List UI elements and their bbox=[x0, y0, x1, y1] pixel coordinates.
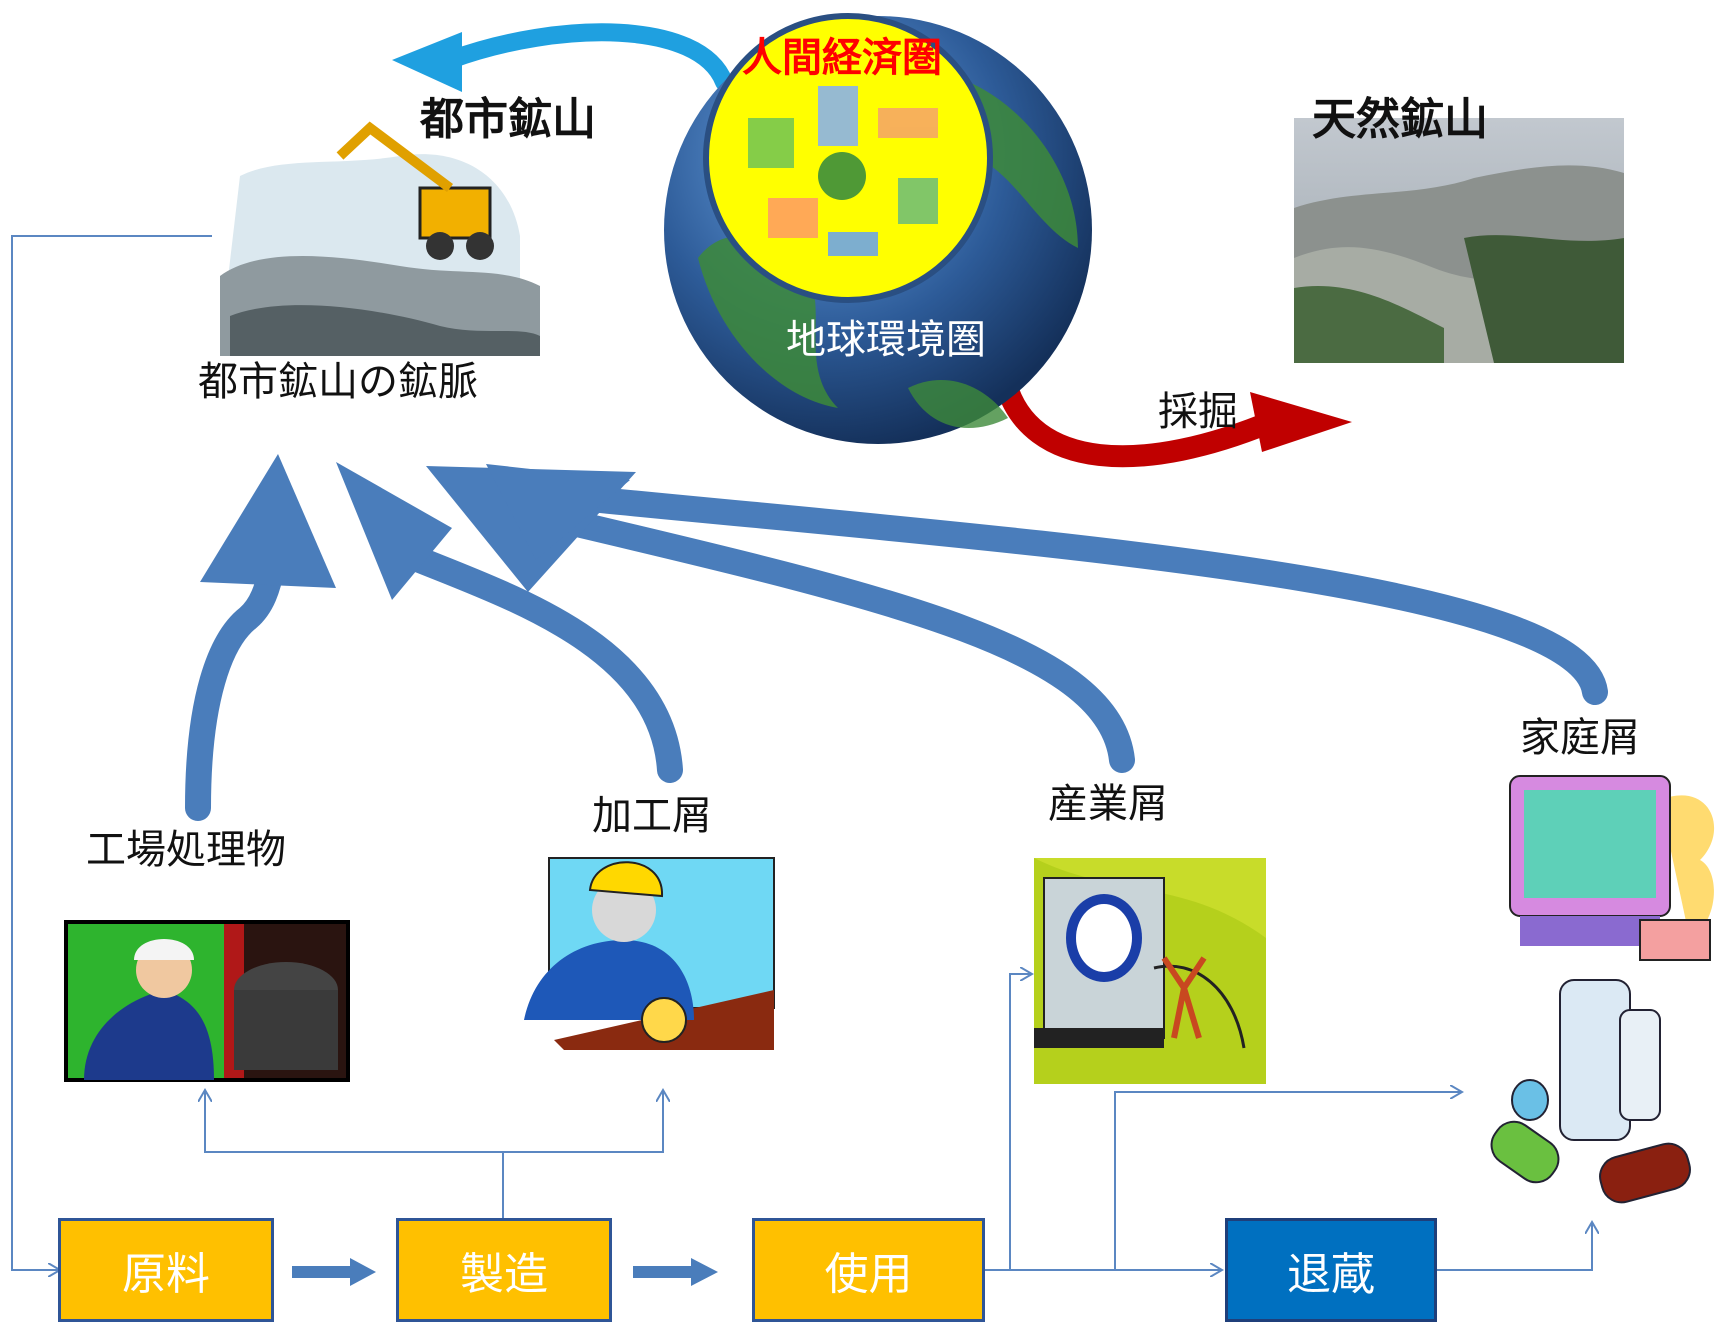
factory-waste-label: 工場処理物 bbox=[86, 827, 286, 873]
manufacture-branch-line bbox=[205, 1090, 504, 1218]
globe-icon bbox=[664, 13, 1092, 444]
economy-picture bbox=[748, 86, 938, 256]
stored-box: 退蔵 bbox=[1225, 1218, 1437, 1322]
earth-environment-label: 地球環境圏 bbox=[786, 317, 986, 363]
natural-mine-photo bbox=[1294, 118, 1624, 363]
big-arrow-processing bbox=[407, 547, 683, 783]
urban-vein-label: 都市鉱山の鉱脈 bbox=[198, 359, 478, 405]
flow-arrow-raw-manufacture bbox=[292, 1258, 376, 1286]
urban-mine-title: 都市鉱山 bbox=[420, 94, 596, 145]
industrial-scrap-label: 産業屑 bbox=[1048, 781, 1168, 827]
stored-to-household-line bbox=[1437, 1222, 1592, 1271]
use-to-household-line bbox=[1114, 1092, 1462, 1270]
feedback-line bbox=[11, 235, 212, 1270]
household-tv-bottles-picture bbox=[1490, 775, 1715, 1204]
big-arrow-factory bbox=[185, 553, 285, 821]
mining-label: 採掘 bbox=[1158, 389, 1238, 435]
natural-mine-title: 天然鉱山 bbox=[1312, 94, 1488, 145]
processing-scrap-label: 加工屑 bbox=[592, 793, 712, 839]
return-arrow-head bbox=[392, 32, 462, 92]
flow-arrow-manufacture-use bbox=[633, 1258, 718, 1286]
big-arrow-household-head bbox=[486, 464, 630, 560]
worker-drum-picture bbox=[64, 920, 350, 1082]
human-economy-label: 人間経済圏 bbox=[742, 35, 942, 81]
welder-picture bbox=[524, 857, 775, 1050]
return-arrow bbox=[441, 23, 733, 91]
manufacture-branch-line-2 bbox=[503, 1090, 663, 1153]
industrial-computer-picture bbox=[1034, 858, 1266, 1084]
raw-material-box: 原料 bbox=[58, 1218, 274, 1322]
big-arrow-processing-head bbox=[336, 462, 452, 600]
mining-arrow bbox=[995, 373, 1291, 468]
use-box: 使用 bbox=[752, 1218, 985, 1322]
urban-mine-scrap-picture bbox=[220, 121, 540, 356]
big-arrow-factory-head bbox=[200, 454, 336, 588]
household-scrap-label: 家庭屑 bbox=[1520, 715, 1640, 761]
mining-arrow-head bbox=[1250, 392, 1352, 452]
use-to-industrial-line bbox=[985, 974, 1032, 1271]
manufacture-box: 製造 bbox=[396, 1218, 612, 1322]
